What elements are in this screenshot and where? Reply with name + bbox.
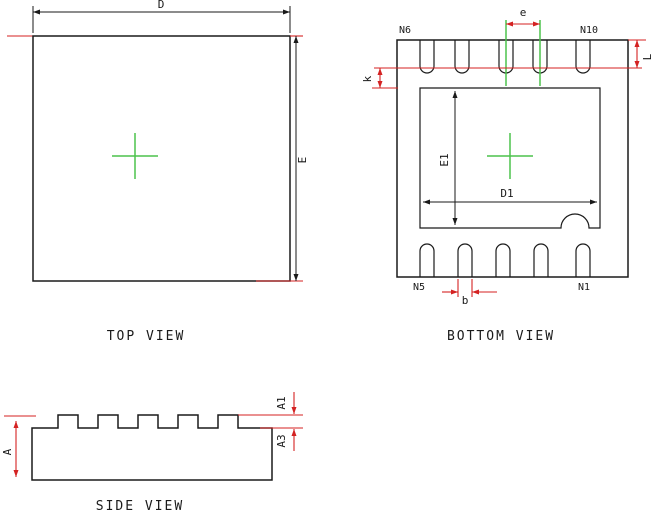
- dim-label-e1: E1: [438, 153, 451, 166]
- pin-label-n1: N1: [578, 282, 590, 293]
- side-view-title: SIDE VIEW: [96, 499, 184, 514]
- dim-label-d: D: [158, 0, 165, 11]
- pad-top-5: [575, 40, 591, 74]
- exposed-pad-outline: [419, 87, 601, 229]
- bottom-view-body-outline: [396, 39, 629, 278]
- pin-label-n6: N6: [399, 25, 411, 36]
- pad-bottom-5: [575, 243, 591, 277]
- top-view-title: TOP VIEW: [107, 329, 186, 344]
- dim-label-e: E: [296, 157, 309, 164]
- pad-top-1: [419, 40, 435, 74]
- pad-bottom-4: [533, 243, 549, 277]
- dim-label-k: k: [361, 75, 374, 82]
- dim-label-a1: A1: [275, 396, 288, 409]
- dim-label-b: b: [462, 294, 469, 307]
- pad-top-2: [454, 40, 470, 74]
- pad-bottom-2: [457, 243, 473, 277]
- bottom-view-title: BOTTOM VIEW: [447, 329, 555, 344]
- dim-label-d1: D1: [500, 187, 513, 200]
- pin-label-n10: N10: [580, 25, 598, 36]
- dim-label-l: L: [641, 53, 654, 60]
- top-view-body-outline: [32, 35, 291, 282]
- pad-bottom-3: [495, 243, 511, 277]
- top-view: D E TOP VIEW: [7, 0, 309, 344]
- side-view-profile-outline: [31, 414, 273, 481]
- dim-label-a: A: [1, 448, 14, 455]
- bottom-view: e L k E1 D1 b N6 N10 N5 N1 BOTTOM VIEW: [361, 6, 654, 344]
- dim-label-e-pitch: e: [520, 6, 527, 19]
- dim-label-a3: A3: [275, 434, 288, 447]
- side-view: A1 A3 A SIDE VIEW: [1, 392, 303, 514]
- pin-label-n5: N5: [413, 282, 425, 293]
- pad-bottom-1: [419, 243, 435, 277]
